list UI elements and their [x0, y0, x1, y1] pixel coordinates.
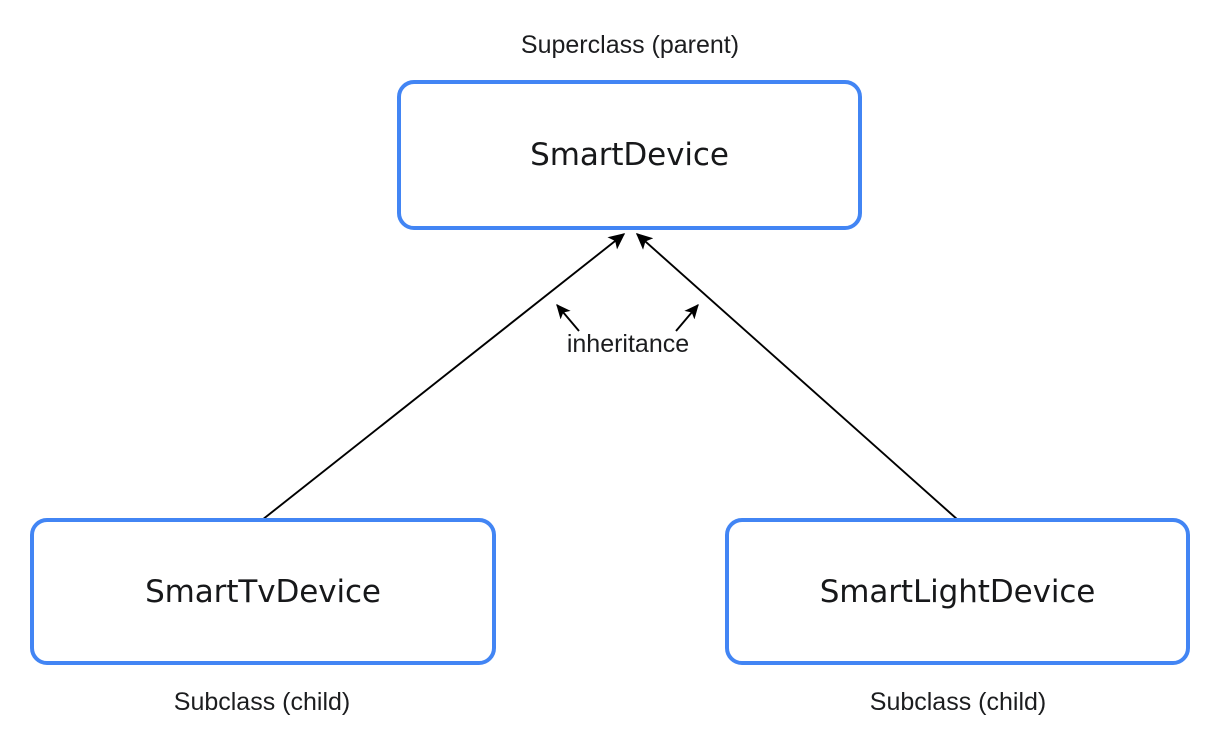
subclass-tv-role-label: Subclass (child): [173, 688, 351, 716]
subclass-light-role-label: Subclass (child): [869, 688, 1047, 716]
inheritance-label-pointer-right: [675, 304, 699, 332]
inheritance-edge-tv: [261, 233, 626, 521]
class-box-smarttvdevice[interactable]: SmartTvDevice: [30, 518, 496, 665]
superclass-role-label: Superclass (parent): [520, 31, 740, 59]
inheritance-edge-label: inheritance: [566, 330, 690, 358]
class-name-smarttvdevice: SmartTvDevice: [145, 573, 381, 610]
class-name-smartdevice: SmartDevice: [530, 137, 729, 173]
class-name-smartlightdevice: SmartLightDevice: [819, 573, 1096, 610]
class-box-smartlightdevice[interactable]: SmartLightDevice: [725, 518, 1190, 665]
inheritance-label-pointer-left: [556, 304, 580, 332]
class-box-smartdevice[interactable]: SmartDevice: [397, 80, 862, 230]
inheritance-edge-light: [635, 233, 959, 521]
